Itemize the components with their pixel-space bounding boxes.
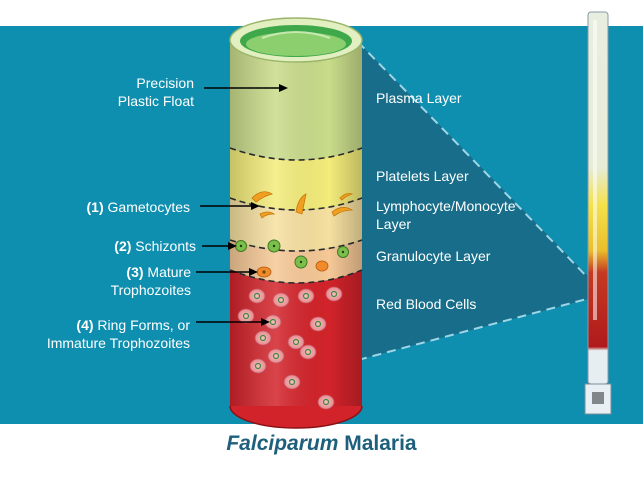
- gametocyte-cells: [251, 191, 354, 219]
- label-rbc: Red Blood Cells: [376, 296, 477, 312]
- label-mature-number: (3): [126, 264, 144, 280]
- ring-form-cells: [237, 286, 343, 410]
- label-ring-text: Ring Forms, or: [97, 317, 190, 333]
- label-schizonts: (2) Schizonts: [60, 237, 196, 255]
- capillary-tube: [584, 11, 612, 415]
- label-gametocytes-number: (1): [86, 199, 104, 215]
- inset-edge-bottom: [357, 295, 599, 361]
- label-ring-number: (4): [76, 317, 94, 333]
- label-float: Precision Plastic Float: [90, 74, 194, 110]
- label-schizonts-text: Schizonts: [135, 238, 196, 254]
- inset-edge-top: [357, 41, 599, 289]
- label-gametocytes: (1) Gametocytes: [40, 198, 191, 216]
- label-platelets: Platelets Layer: [376, 168, 469, 184]
- label-mature-text: Mature: [147, 264, 191, 280]
- diagram-caption: Falciparum Malaria: [0, 432, 643, 456]
- label-schizonts-number: (2): [114, 238, 132, 254]
- label-float-line1: Precision: [136, 75, 194, 91]
- label-lympho-line2: Layer: [376, 216, 412, 232]
- label-mature-line2: Trophozoites: [110, 282, 191, 298]
- label-granulocyte: Granulocyte Layer: [376, 248, 491, 264]
- pointer-arrows: [196, 84, 288, 326]
- label-gametocytes-text: Gametocytes: [107, 199, 190, 215]
- label-ring-line2: Immature Trophozoites: [46, 335, 190, 351]
- label-float-line2: Plastic Float: [117, 93, 194, 109]
- label-plasma: Plasma Layer: [376, 90, 462, 106]
- caption-rest: Malaria: [338, 432, 417, 455]
- trophozoite-cells: [256, 260, 329, 278]
- label-lympho-line1: Lymphocyte/Monocyte: [376, 198, 516, 214]
- label-mature: (3) Mature Trophozoites: [60, 263, 191, 299]
- label-lympho: Lymphocyte/Monocyte Layer: [376, 197, 516, 233]
- inset-panel: [358, 42, 600, 360]
- schizont-cells: [235, 239, 349, 269]
- label-ring: (4) Ring Forms, or Immature Trophozoites: [2, 316, 190, 352]
- caption-italic: Falciparum: [226, 432, 339, 455]
